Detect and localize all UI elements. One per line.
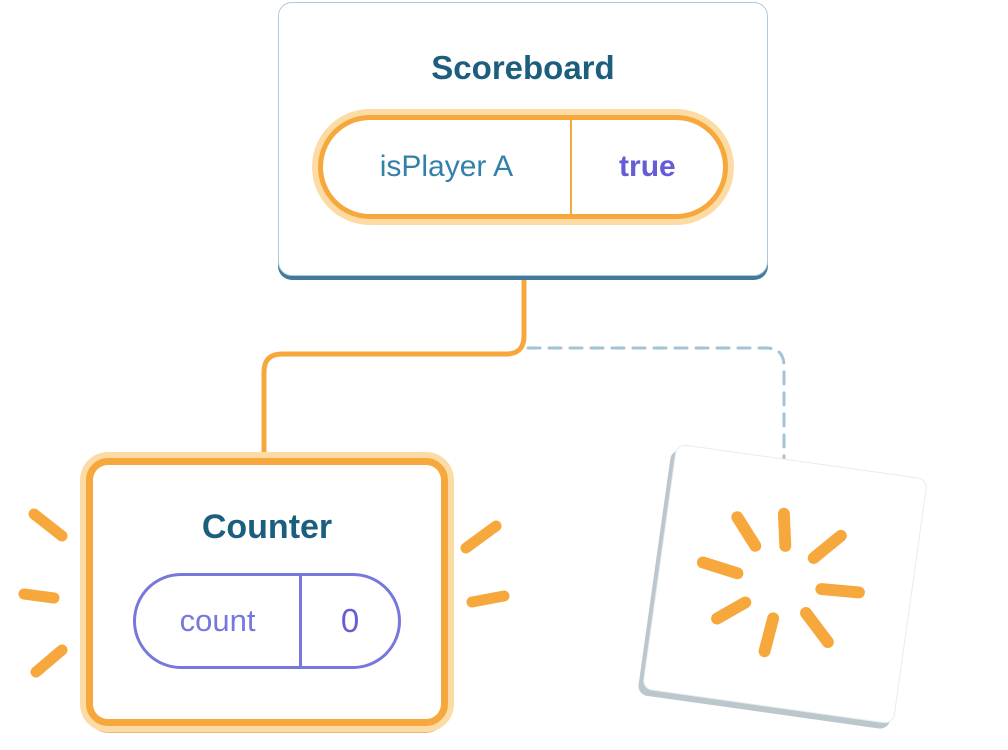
pill-divider: [299, 576, 303, 666]
connector-scoreboard-to-destroyed: [526, 346, 786, 470]
scoreboard-state-value: true: [619, 150, 676, 183]
counter-card: Counter count 0: [86, 458, 448, 726]
emphasis-marks-right: [460, 520, 510, 608]
counter-title: Counter: [201, 508, 333, 546]
connector-scoreboard-to-counter: [261, 275, 527, 465]
destroyed-component-card: [641, 443, 929, 725]
scoreboard-state-label: isPlayer A: [379, 150, 514, 183]
emphasis-marks-left: [18, 508, 68, 678]
scoreboard-card: Scoreboard isPlayer A true: [278, 2, 768, 276]
pill-divider: [569, 120, 572, 214]
scoreboard-state-pill: isPlayer A true: [318, 115, 728, 219]
explosion-burst-icon: [696, 507, 865, 658]
scoreboard-title: Scoreboard: [431, 49, 615, 86]
counter-state-pill: count 0: [133, 573, 401, 669]
counter-state-value: 0: [340, 602, 360, 639]
counter-state-label: count: [179, 603, 256, 638]
